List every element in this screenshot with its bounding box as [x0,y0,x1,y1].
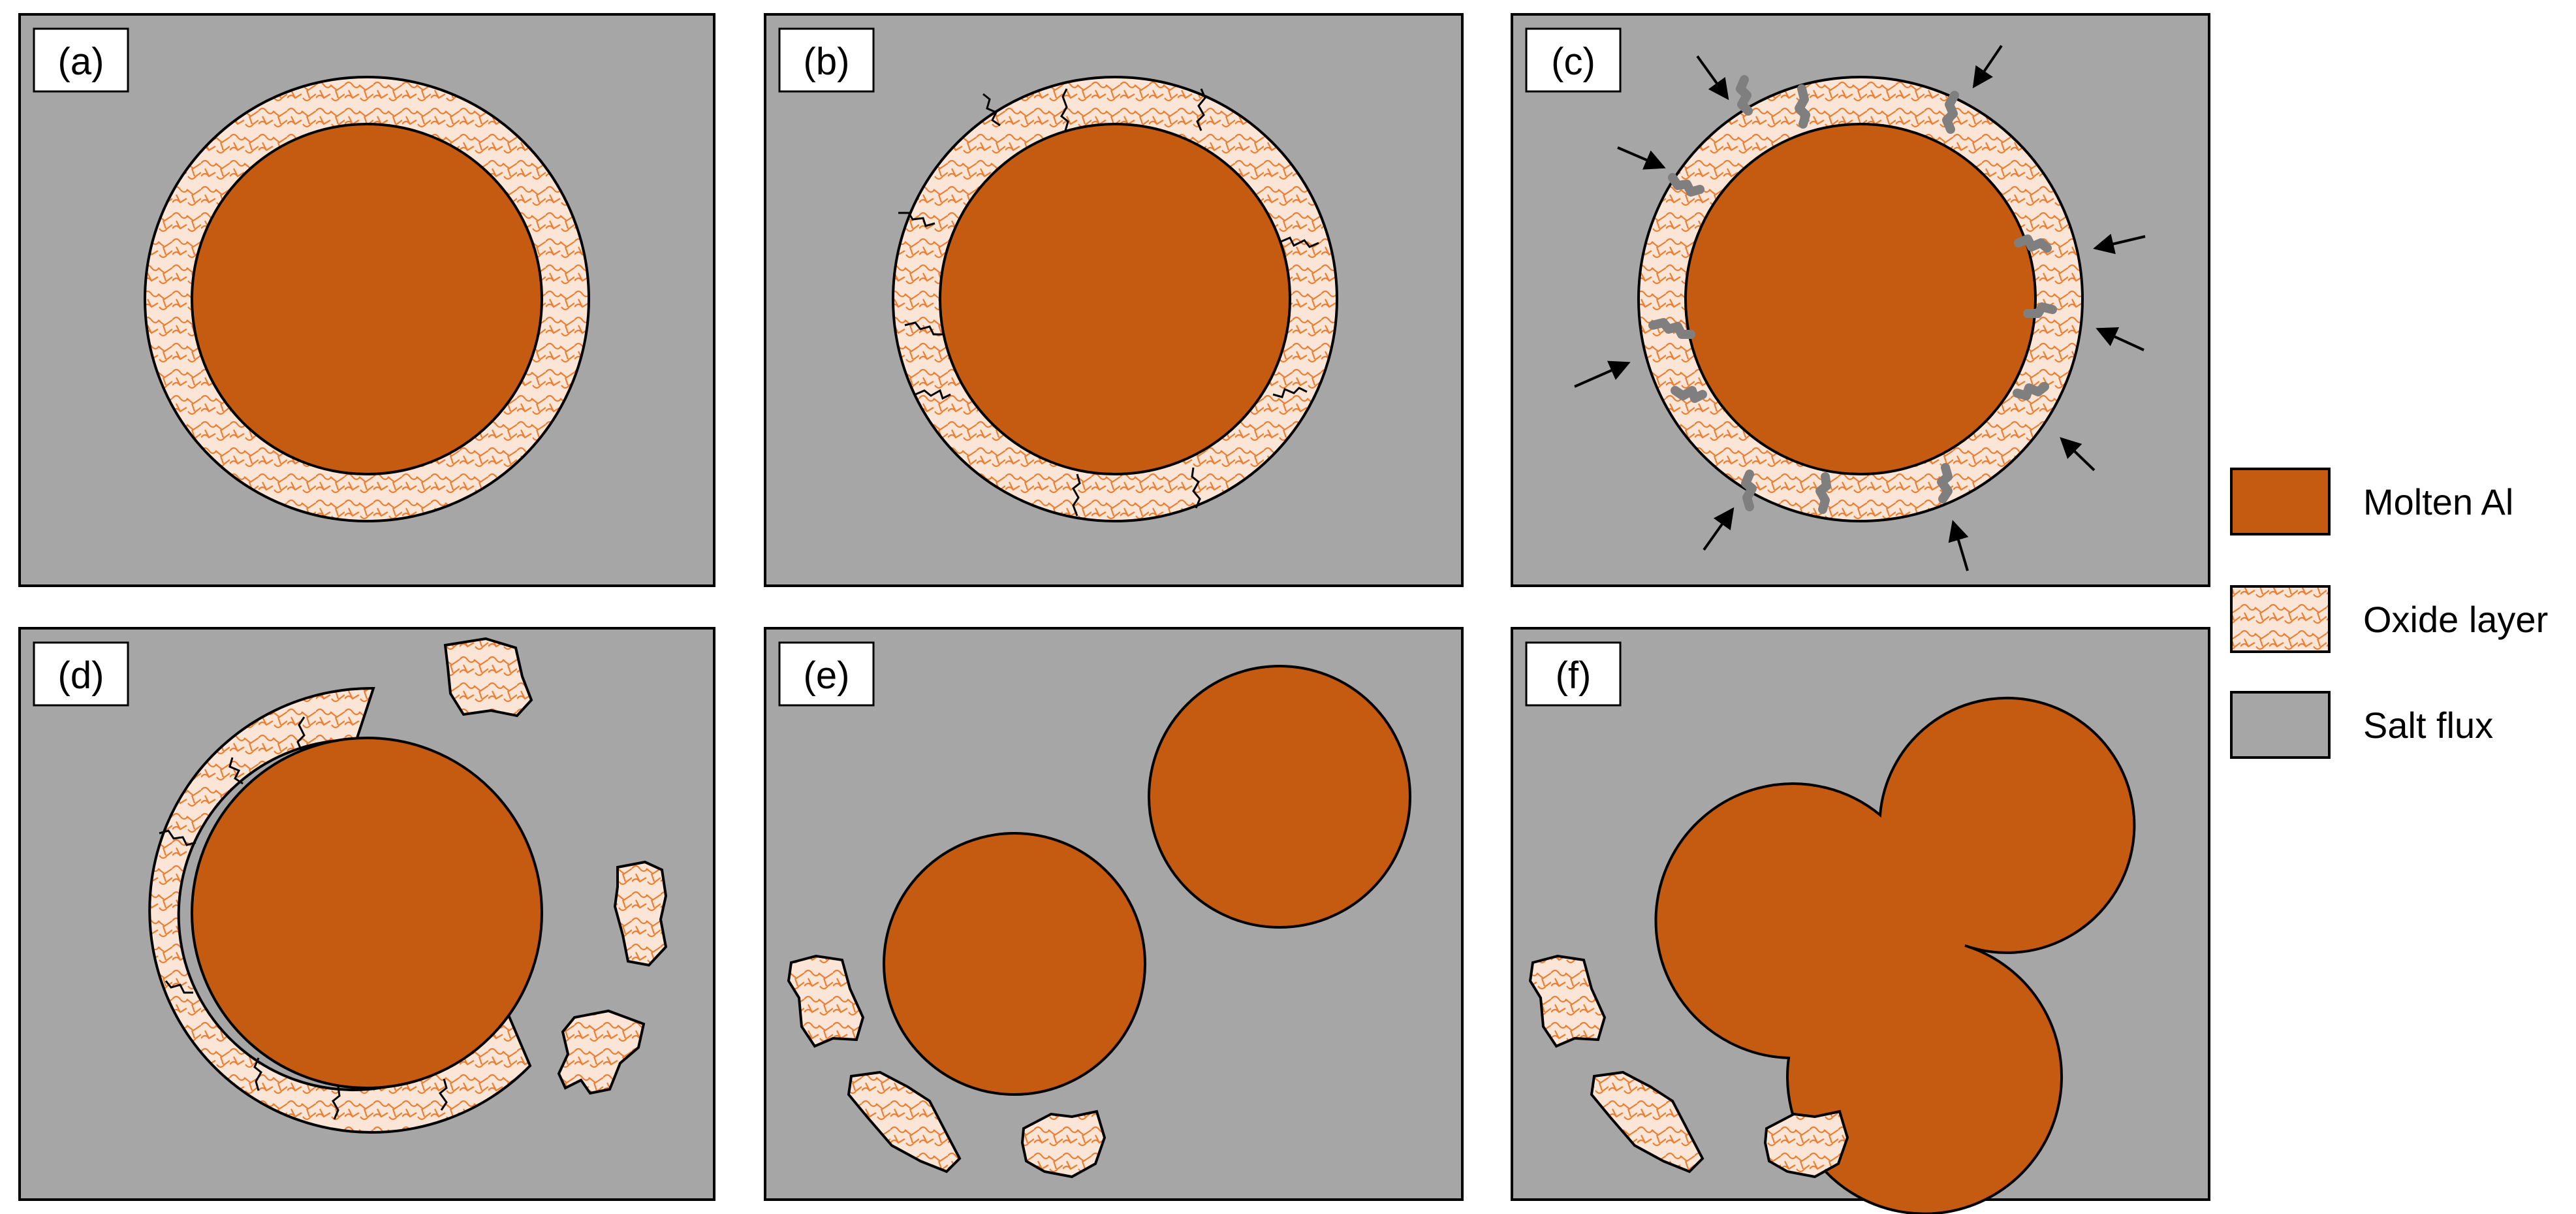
oxide-fragment [613,860,668,967]
panel-label: (c) [1551,40,1595,83]
panel-c: (c) [1511,13,2210,587]
arrow-icon [2060,437,2096,471]
panel-d: (d) [18,627,715,1201]
oxide-fragment [787,954,865,1048]
legend-label-salt-flux: Salt flux [2363,705,2493,746]
panel-label: (f) [1556,654,1592,697]
oxide-layer-remnant [148,686,532,1134]
oxide-cracks [898,88,1319,517]
panel-label-box [778,27,875,93]
attack-arrows [1574,44,2146,571]
salt-infiltrated-cracks [1648,75,2057,514]
arrow-icon [1703,507,1735,551]
panel-b: (b) [764,13,1464,587]
molten-al-droplet [1684,123,2037,475]
detached-oxide-fragments [787,954,1107,1179]
legend-label-oxide-layer: Oxide layer [2363,599,2548,640]
oxide-fragment [847,1070,962,1174]
oxide-cracks [159,716,448,1120]
arrow-icon [1574,360,1631,388]
coalesced-molten-al [1654,696,2136,1214]
panel-label-box [33,641,129,707]
legend-swatch-salt-flux [2230,691,2331,759]
panel-label: (b) [804,40,850,83]
panel-label: (d) [58,654,104,697]
molten-al-droplet [883,832,1146,1096]
panel-a: (a) [18,13,715,587]
arrow-icon [2096,327,2144,351]
molten-al-droplet [191,737,543,1089]
legend: Molten Al Oxide layer Salt flux [2230,468,2548,759]
arrow-icon [1948,520,1969,571]
panel-label: (e) [804,654,850,697]
oxide-fragment [557,1009,646,1095]
panel-e: (e) [764,627,1464,1201]
arrow-icon [1617,146,1666,170]
legend-swatch-molten-al [2230,468,2331,535]
panel-label: (a) [58,40,104,83]
oxide-fragment [1763,1110,1849,1179]
arrow-icon [1972,44,2003,89]
panel-label-box [1525,641,1622,707]
panel-label-box [33,27,129,93]
detached-oxide-fragments [443,637,668,1095]
panel-f: (f) [1511,627,2210,1214]
panel-label-box [1525,27,1622,93]
arrow-icon [1696,55,1729,101]
detached-oxide-fragments [1528,954,1849,1179]
oxide-fragment [1020,1110,1107,1179]
legend-swatch-oxide-layer [2230,585,2331,653]
oxide-fragment [1590,1070,1704,1174]
molten-al-droplet [939,123,1291,475]
oxide-fragment [1528,954,1607,1048]
molten-al-droplet [1148,665,1411,929]
legend-label-molten-al: Molten Al [2363,481,2513,522]
oxide-fragment [443,637,533,718]
panel-label-box [778,641,875,707]
arrow-icon [2093,233,2146,255]
molten-al-droplet [191,123,543,475]
